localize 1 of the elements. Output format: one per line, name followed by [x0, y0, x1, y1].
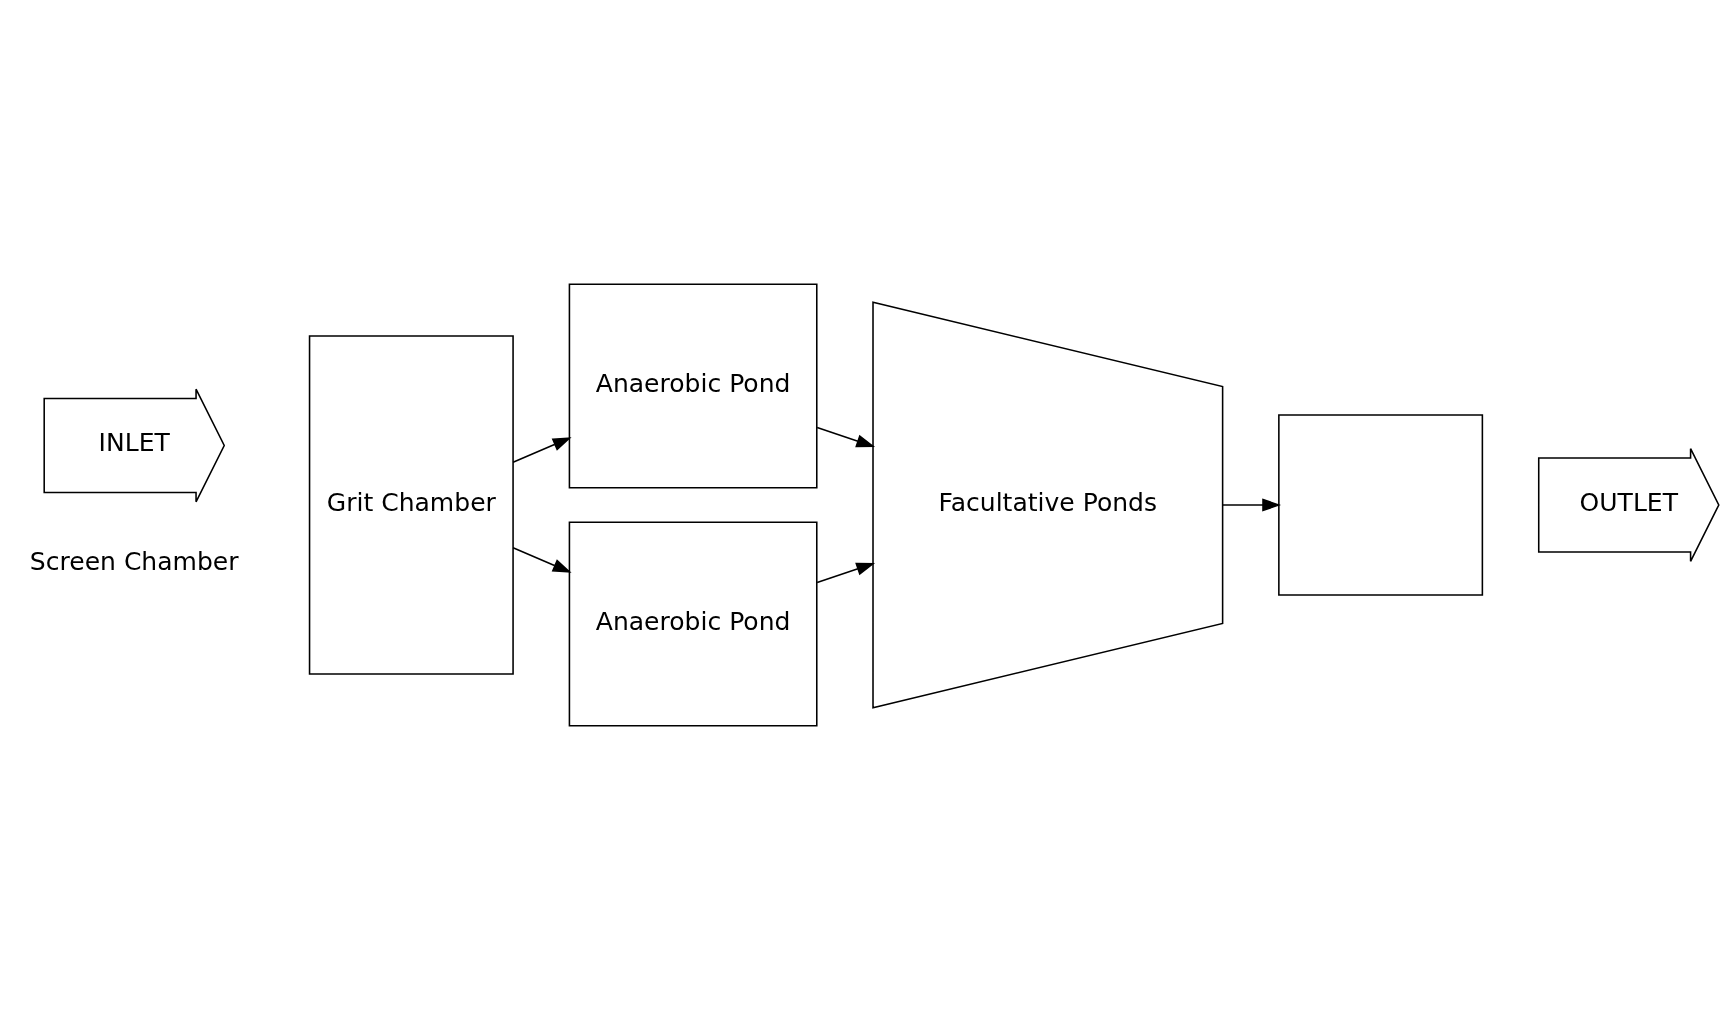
label: Screen Chamber [29, 547, 239, 577]
